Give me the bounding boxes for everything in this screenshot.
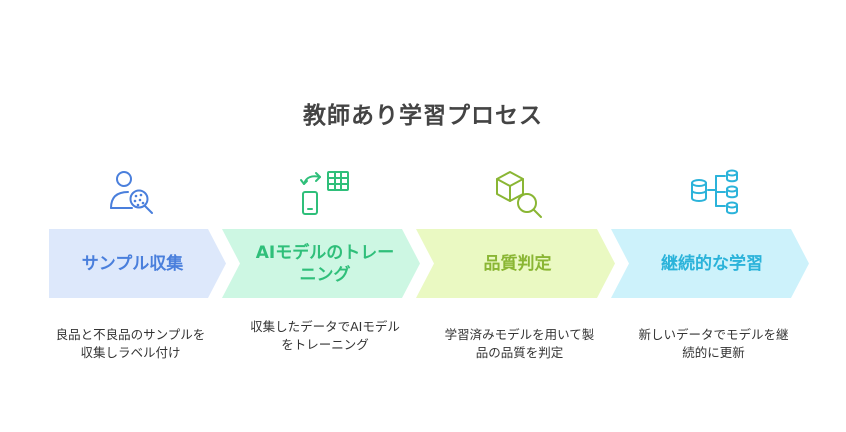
step-2-label: AIモデルのトレーニング (255, 242, 395, 285)
person-search-icon (110, 171, 153, 214)
chevron-step-3 (416, 229, 615, 298)
cube-search-icon (496, 171, 542, 218)
device-sync-table-icon (300, 171, 349, 215)
chevron-step-2 (222, 229, 420, 298)
chevron-step-1 (49, 229, 226, 298)
database-network-icon (691, 169, 738, 215)
step-2-description: 収集したデータでAIモデルをトレーニング (250, 319, 400, 352)
step-1-label: サンプル収集 (81, 253, 184, 274)
step-4-label: 継続的な学習 (661, 253, 763, 274)
step-1-description: 良品と不良品のサンプルを収集しラベル付け (55, 327, 206, 360)
step-4-description: 新しいデータでモデルを継続的に更新 (638, 327, 789, 360)
diagram-title: 教師あり学習プロセス (303, 103, 543, 129)
step-3-label: 品質判定 (483, 253, 552, 274)
process-flow (49, 229, 809, 298)
chevron-step-4 (611, 229, 809, 298)
step-3-description: 学習済みモデルを用いて製品の品質を判定 (444, 327, 595, 360)
